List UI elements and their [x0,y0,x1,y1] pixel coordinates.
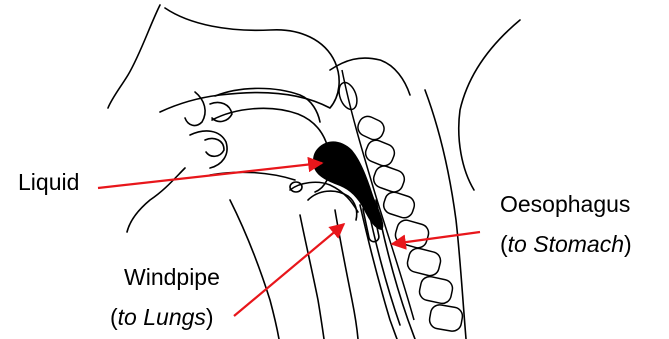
vertebra-4 [371,164,407,195]
liquid-pointer-arrow [98,163,322,188]
windpipe-target: to Lungs [118,304,206,330]
oesophagus-destination: (to Stomach) [500,233,632,256]
windpipe-front [300,215,324,339]
windpipe-destination: (to Lungs) [110,306,214,329]
vertebra-6 [393,218,430,250]
tongue-outline [212,108,330,192]
windpipe-paren-open: ( [110,304,118,330]
palate-outline [160,8,339,112]
lower-lip [190,131,227,168]
oesophagus-target: to Stomach [508,231,624,257]
vertebra-5 [381,190,416,220]
head-back-outline [459,20,520,190]
vertebra-8 [418,275,454,305]
upper-lip [185,92,205,125]
oesophagus-label: Oesophagus [500,193,630,216]
vertebra-3 [363,138,397,169]
vertebra-9 [428,303,464,332]
skull-base [330,58,410,95]
liquid-label: Liquid [18,171,79,194]
vertebra-2 [355,113,387,142]
neck-front [230,200,279,339]
teeth-lower [205,138,224,156]
nasal-outline [108,5,160,108]
windpipe-paren-close: ) [206,304,214,330]
oesophagus-inner [368,208,400,325]
windpipe-label: Windpipe [124,266,220,289]
oesophagus-pointer-arrow [392,232,480,244]
vertebra-7 [406,246,443,277]
oesophagus-paren-open: ( [500,231,508,257]
windpipe-pointer-arrow [234,224,344,316]
larynx-cap [308,191,357,220]
jaw-outline [127,168,185,232]
oesophagus-paren-close: ) [624,231,632,257]
